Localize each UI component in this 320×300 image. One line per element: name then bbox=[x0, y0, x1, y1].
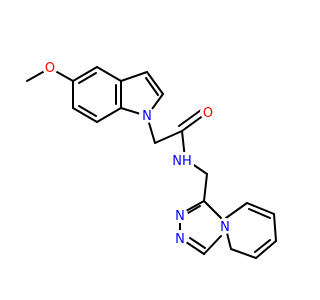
bond-n1-c8a bbox=[185, 241, 205, 255]
bridgehead-nitrogen-atom: N bbox=[217, 218, 233, 235]
carbonyl-oxygen-background bbox=[200, 104, 216, 120]
bond-c8-c8a bbox=[230, 248, 257, 259]
bond-carbonyl-o bbox=[181, 114, 205, 132]
bond-c7-c6 bbox=[72, 107, 98, 123]
bond-c3-n2 bbox=[185, 200, 205, 212]
bond-c7-c6-inner bbox=[78, 105, 97, 117]
bond-c3-n2-inner bbox=[187, 205, 201, 214]
methoxy-oxygen-label: O bbox=[45, 61, 55, 76]
bond-carbonyl-o-double bbox=[178, 109, 202, 127]
triazole-lower-nitrogen-background bbox=[172, 230, 188, 246]
triazole-lower-nitrogen-atom: N bbox=[172, 230, 188, 247]
amide-nh-background bbox=[170, 152, 194, 168]
carbonyl-oxygen-label: O bbox=[203, 106, 213, 121]
triazole-upper-nitrogen-atom: N bbox=[172, 207, 188, 224]
indole-nitrogen-atom: N bbox=[139, 107, 155, 124]
indole-nitrogen-label: N bbox=[142, 109, 152, 124]
bond-c4-c3a bbox=[96, 66, 122, 82]
bond-n4-c5 bbox=[225, 202, 248, 219]
bond-n4-c3 bbox=[203, 200, 222, 219]
bond-c5-c6-inner bbox=[248, 208, 271, 219]
bond-layer bbox=[26, 66, 277, 259]
methoxy-oxygen-atom: O bbox=[42, 59, 58, 76]
indole-nitrogen-background bbox=[139, 107, 155, 123]
atom-label-layer: O N O NH N N N bbox=[42, 59, 233, 247]
bond-c7-c8 bbox=[255, 240, 277, 259]
bond-c3a-c3 bbox=[120, 71, 148, 82]
methoxy-oxygen-background bbox=[42, 59, 58, 75]
carbonyl-oxygen-atom: O bbox=[200, 104, 216, 121]
bond-ch2-triazole bbox=[203, 173, 208, 202]
triazole-lower-nitrogen-label: N bbox=[175, 232, 185, 247]
bond-c7-c8-inner bbox=[254, 239, 271, 253]
bond-c8a-n4 bbox=[203, 235, 222, 255]
amide-nh-atom: NH bbox=[170, 152, 194, 169]
bond-n1-c8a-inner bbox=[189, 237, 206, 249]
bond-c6-c7 bbox=[273, 213, 277, 242]
bridgehead-nitrogen-label: N bbox=[220, 220, 230, 235]
triazole-upper-nitrogen-background bbox=[172, 207, 188, 223]
bond-c5-c4-inner bbox=[78, 72, 97, 84]
amide-nh-label: NH bbox=[172, 154, 192, 169]
bond-c7a-c7 bbox=[96, 107, 122, 123]
bond-c5-c6 bbox=[246, 202, 275, 215]
bridgehead-nitrogen-background bbox=[217, 218, 233, 234]
molecule-structure-diagram: O N O NH N N N bbox=[26, 59, 277, 259]
bond-c8a-n4-fused bbox=[226, 232, 232, 250]
bond-ch2-carbonyl bbox=[154, 130, 183, 144]
triazole-upper-nitrogen-label: N bbox=[175, 209, 185, 224]
bond-c3-c2-inner bbox=[145, 77, 159, 96]
bond-c3-c2 bbox=[146, 71, 164, 95]
bond-c5-c4 bbox=[72, 66, 98, 82]
